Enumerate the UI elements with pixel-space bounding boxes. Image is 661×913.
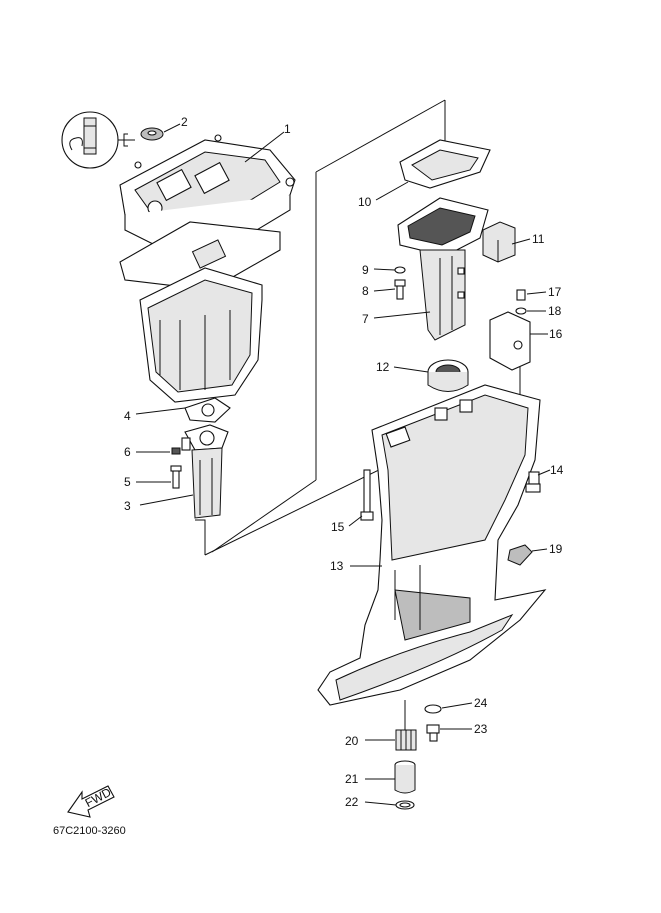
callout-7: 7	[362, 312, 369, 326]
callout-21: 21	[345, 772, 359, 786]
part-20-bushing	[395, 729, 417, 751]
callout-20: 20	[345, 734, 359, 748]
callout-9: 9	[362, 263, 369, 277]
callout-11: 11	[532, 232, 545, 246]
part-17-bolt	[516, 289, 526, 301]
callout-23: 23	[474, 722, 488, 736]
part-8-bolt	[394, 279, 406, 300]
callout-2: 2	[181, 115, 188, 129]
part-4-gasket	[184, 397, 231, 423]
part-16-plate	[489, 311, 531, 371]
callout-16: 16	[549, 327, 563, 341]
callout-5: 5	[124, 475, 131, 489]
fwd-arrow-icon: FWD	[67, 785, 115, 818]
oil-pan	[139, 267, 263, 403]
callout-3: 3	[124, 499, 131, 513]
callout-18: 18	[548, 304, 562, 318]
callout-19: 19	[549, 542, 563, 556]
part-18-washer	[515, 307, 527, 315]
part-7-exhaust-pipe	[397, 197, 489, 341]
part-14-nut	[525, 471, 541, 493]
part-3-exhaust-guide	[181, 424, 229, 519]
callout-12: 12	[376, 360, 390, 374]
part-10-gasket	[399, 139, 491, 189]
part-23-plug	[426, 724, 440, 742]
callout-13: 13	[330, 559, 344, 573]
callout-1: 1	[284, 122, 291, 136]
callout-17: 17	[548, 285, 562, 299]
callout-14: 14	[550, 463, 564, 477]
callout-4: 4	[124, 409, 131, 423]
part-6-washer	[171, 447, 181, 455]
part-11-damper	[482, 221, 516, 263]
callout-labels: 1 2 3 4 5 6 7 8 9 10 11 12 13 14 15 16 1…	[124, 115, 564, 809]
part-2-washer	[140, 127, 164, 141]
part-15-bolt	[360, 469, 374, 521]
callout-6: 6	[124, 445, 131, 459]
part-12-seal	[427, 359, 469, 392]
part-22-ring	[395, 800, 415, 810]
callout-15: 15	[331, 520, 345, 534]
callout-10: 10	[358, 195, 372, 209]
upper-gasket	[119, 221, 281, 291]
part-19-anode	[507, 544, 533, 566]
part-13-lower-casing	[317, 384, 547, 706]
part-1-upper-casing	[119, 134, 296, 256]
inset-detail	[61, 111, 135, 169]
leader-lines	[135, 123, 551, 806]
part-9-washer	[394, 266, 406, 274]
part-24-washer	[424, 704, 442, 714]
callout-22: 22	[345, 795, 359, 809]
part-21-sleeve	[394, 760, 416, 794]
callout-8: 8	[362, 284, 369, 298]
part-code: 67C2100-3260	[53, 825, 126, 837]
part-5-bolt	[170, 465, 182, 489]
callout-24: 24	[474, 696, 488, 710]
